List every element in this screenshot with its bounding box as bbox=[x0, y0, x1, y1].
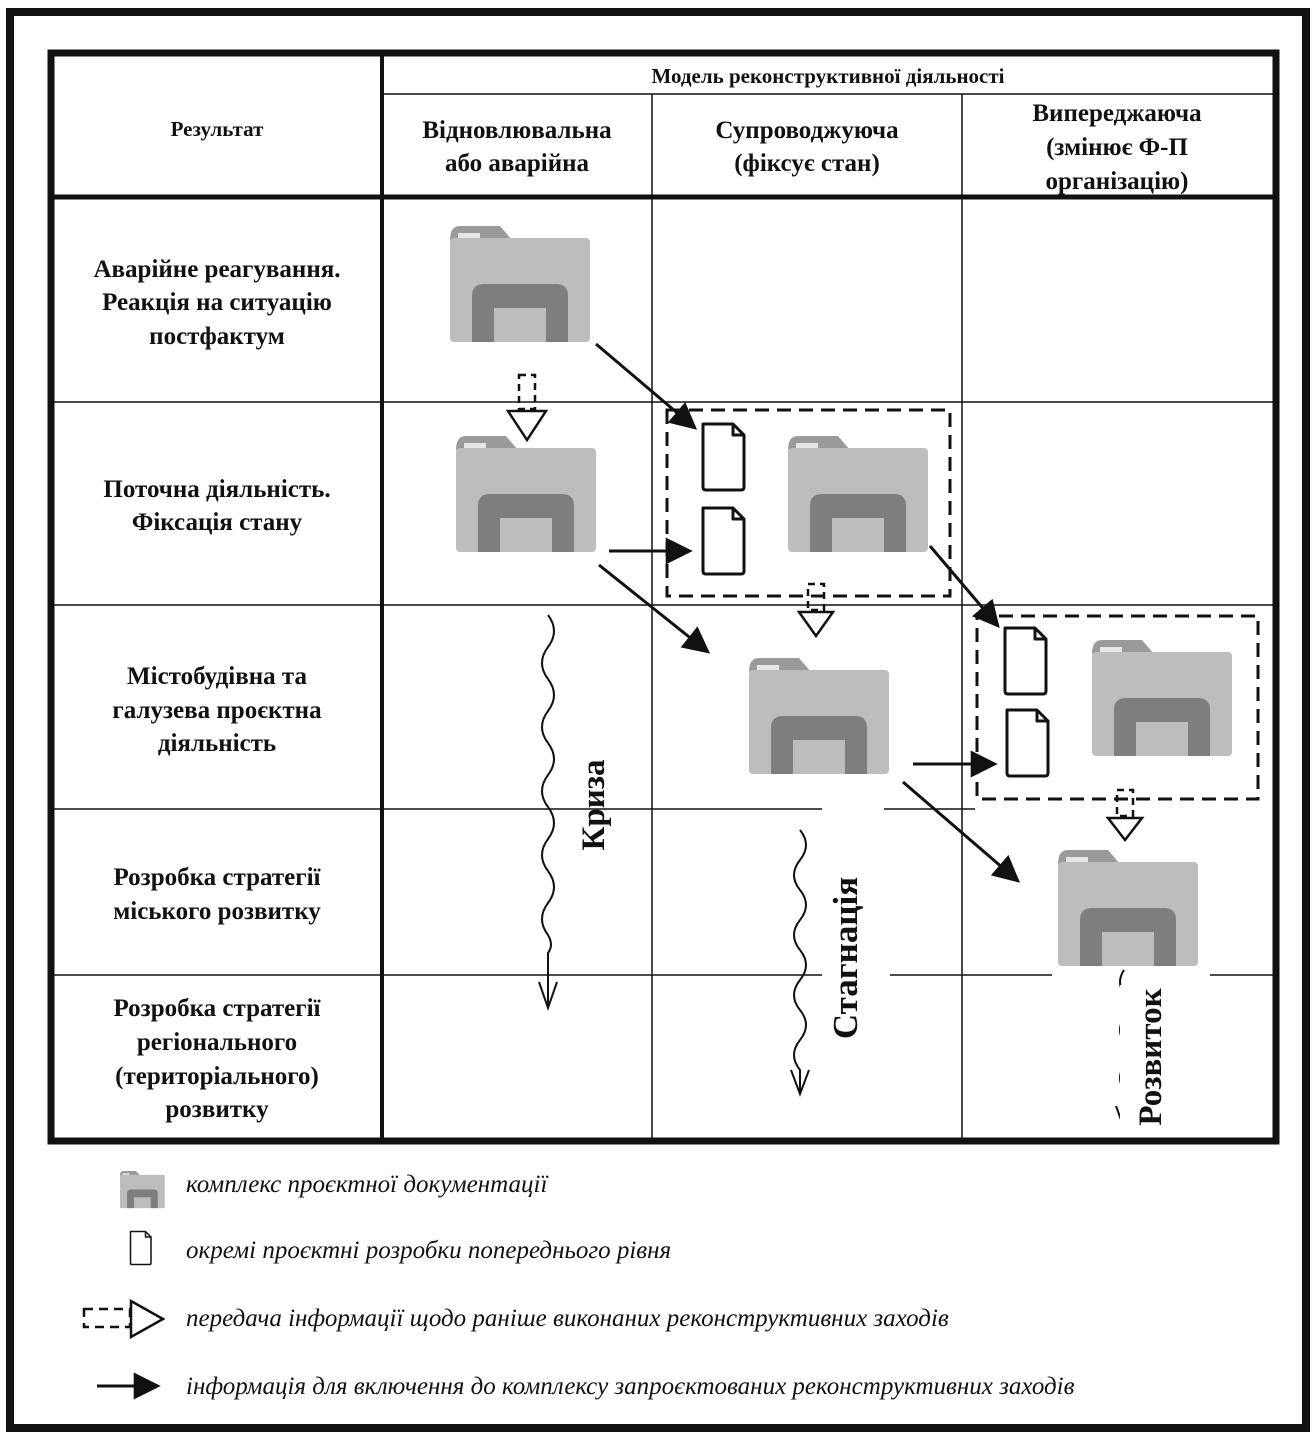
folder-icon bbox=[1058, 850, 1198, 966]
svg-text:організацію): організацію) bbox=[1046, 168, 1189, 195]
document-icon bbox=[701, 506, 746, 576]
svg-text:або аварійна: або аварійна bbox=[445, 150, 590, 177]
svg-text:Розробка стратегії: Розробка стратегії bbox=[114, 864, 322, 891]
document-icon bbox=[1003, 626, 1048, 696]
legend-dashed-arrow-text: передача інформації щодо раніше виконани… bbox=[186, 1305, 949, 1332]
svg-text:Поточна діяльність.: Поточна діяльність. bbox=[103, 476, 330, 503]
development-label: Розвиток bbox=[1133, 988, 1169, 1125]
row-label-regional-strategy: Розробка стратегії регіонального (терито… bbox=[114, 995, 322, 1123]
legend-solid-arrow-text: інформація для включення до комплексу за… bbox=[186, 1373, 1075, 1400]
column-header-restorative: Відновлювальна або аварійна bbox=[422, 117, 612, 177]
svg-text:міського розвитку: міського розвитку bbox=[113, 898, 321, 925]
row-label-city-strategy: Розробка стратегії міського розвитку bbox=[113, 864, 321, 925]
svg-text:Аварійне реагування.: Аварійне реагування. bbox=[94, 256, 341, 283]
dashed-arrow bbox=[796, 582, 836, 639]
table-grid bbox=[47, 49, 1280, 1145]
row-label-urban-planning: Містобудівна та галузева проєктна діяльн… bbox=[112, 663, 322, 757]
svg-text:Супроводжуюча: Супроводжуюча bbox=[715, 117, 899, 144]
legend-dashed-arrow-icon bbox=[82, 1298, 166, 1340]
column-header-anticipatory: Випереджаюча (змінює Ф-П організацію) bbox=[1032, 100, 1202, 195]
crisis-wave bbox=[538, 614, 558, 1012]
svg-text:діяльність: діяльність bbox=[158, 730, 276, 757]
legend-folder-icon bbox=[120, 1171, 165, 1209]
document-icon bbox=[701, 422, 746, 492]
stagnation-label: Стагнація bbox=[826, 877, 865, 1039]
dashed-arrow bbox=[505, 373, 549, 443]
svg-text:постфактум: постфактум bbox=[149, 323, 285, 350]
solid-arrows bbox=[595, 342, 1021, 883]
model-title: Модель реконструктивної діяльності bbox=[651, 64, 1004, 88]
svg-text:Відновлювальна: Відновлювальна bbox=[422, 117, 612, 144]
result-header: Результат bbox=[171, 117, 264, 141]
svg-text:Реакція на ситуацію: Реакція на ситуацію bbox=[102, 289, 332, 316]
document-icon bbox=[1005, 708, 1050, 778]
svg-text:(фіксує стан): (фіксує стан) bbox=[734, 150, 880, 177]
row-label-current-activity: Поточна діяльність. Фіксація стану bbox=[103, 476, 330, 536]
folder-icon bbox=[1092, 640, 1232, 756]
svg-text:Фіксація стану: Фіксація стану bbox=[132, 509, 303, 536]
legend-folder-text: комплекс проєктної документації bbox=[186, 1171, 548, 1198]
svg-text:Випереджаюча: Випереджаюча bbox=[1032, 100, 1202, 127]
legend-document-text: окремі проєктні розробки попереднього рі… bbox=[186, 1237, 671, 1264]
document-group-box bbox=[665, 408, 952, 598]
stagnation-wave bbox=[790, 829, 810, 1097]
legend: комплекс проєктної документації окремі п… bbox=[82, 1171, 1075, 1400]
folder-icon bbox=[749, 658, 889, 774]
column-header-accompanying: Супроводжуюча (фіксує стан) bbox=[715, 117, 899, 177]
crisis-label: Криза bbox=[576, 759, 612, 850]
row-label-emergency: Аварійне реагування. Реакція на ситуацію… bbox=[94, 256, 341, 350]
folder-icon bbox=[456, 436, 596, 552]
page-frame bbox=[6, 8, 1310, 1432]
svg-text:розвитку: розвитку bbox=[165, 1096, 269, 1123]
svg-text:(змінює Ф-П: (змінює Ф-П bbox=[1046, 134, 1188, 161]
folder-icon bbox=[788, 436, 928, 552]
svg-text:галузева проєктна: галузева проєктна bbox=[112, 697, 322, 724]
legend-document-icon bbox=[129, 1230, 152, 1266]
svg-text:Містобудівна та: Містобудівна та bbox=[127, 663, 307, 690]
svg-text:(територіального): (територіального) bbox=[115, 1063, 319, 1090]
dashed-arrow bbox=[1105, 788, 1145, 843]
svg-text:регіонального: регіонального bbox=[137, 1029, 297, 1056]
folder-icon bbox=[450, 226, 590, 342]
svg-text:Розробка стратегії: Розробка стратегії bbox=[114, 995, 322, 1022]
